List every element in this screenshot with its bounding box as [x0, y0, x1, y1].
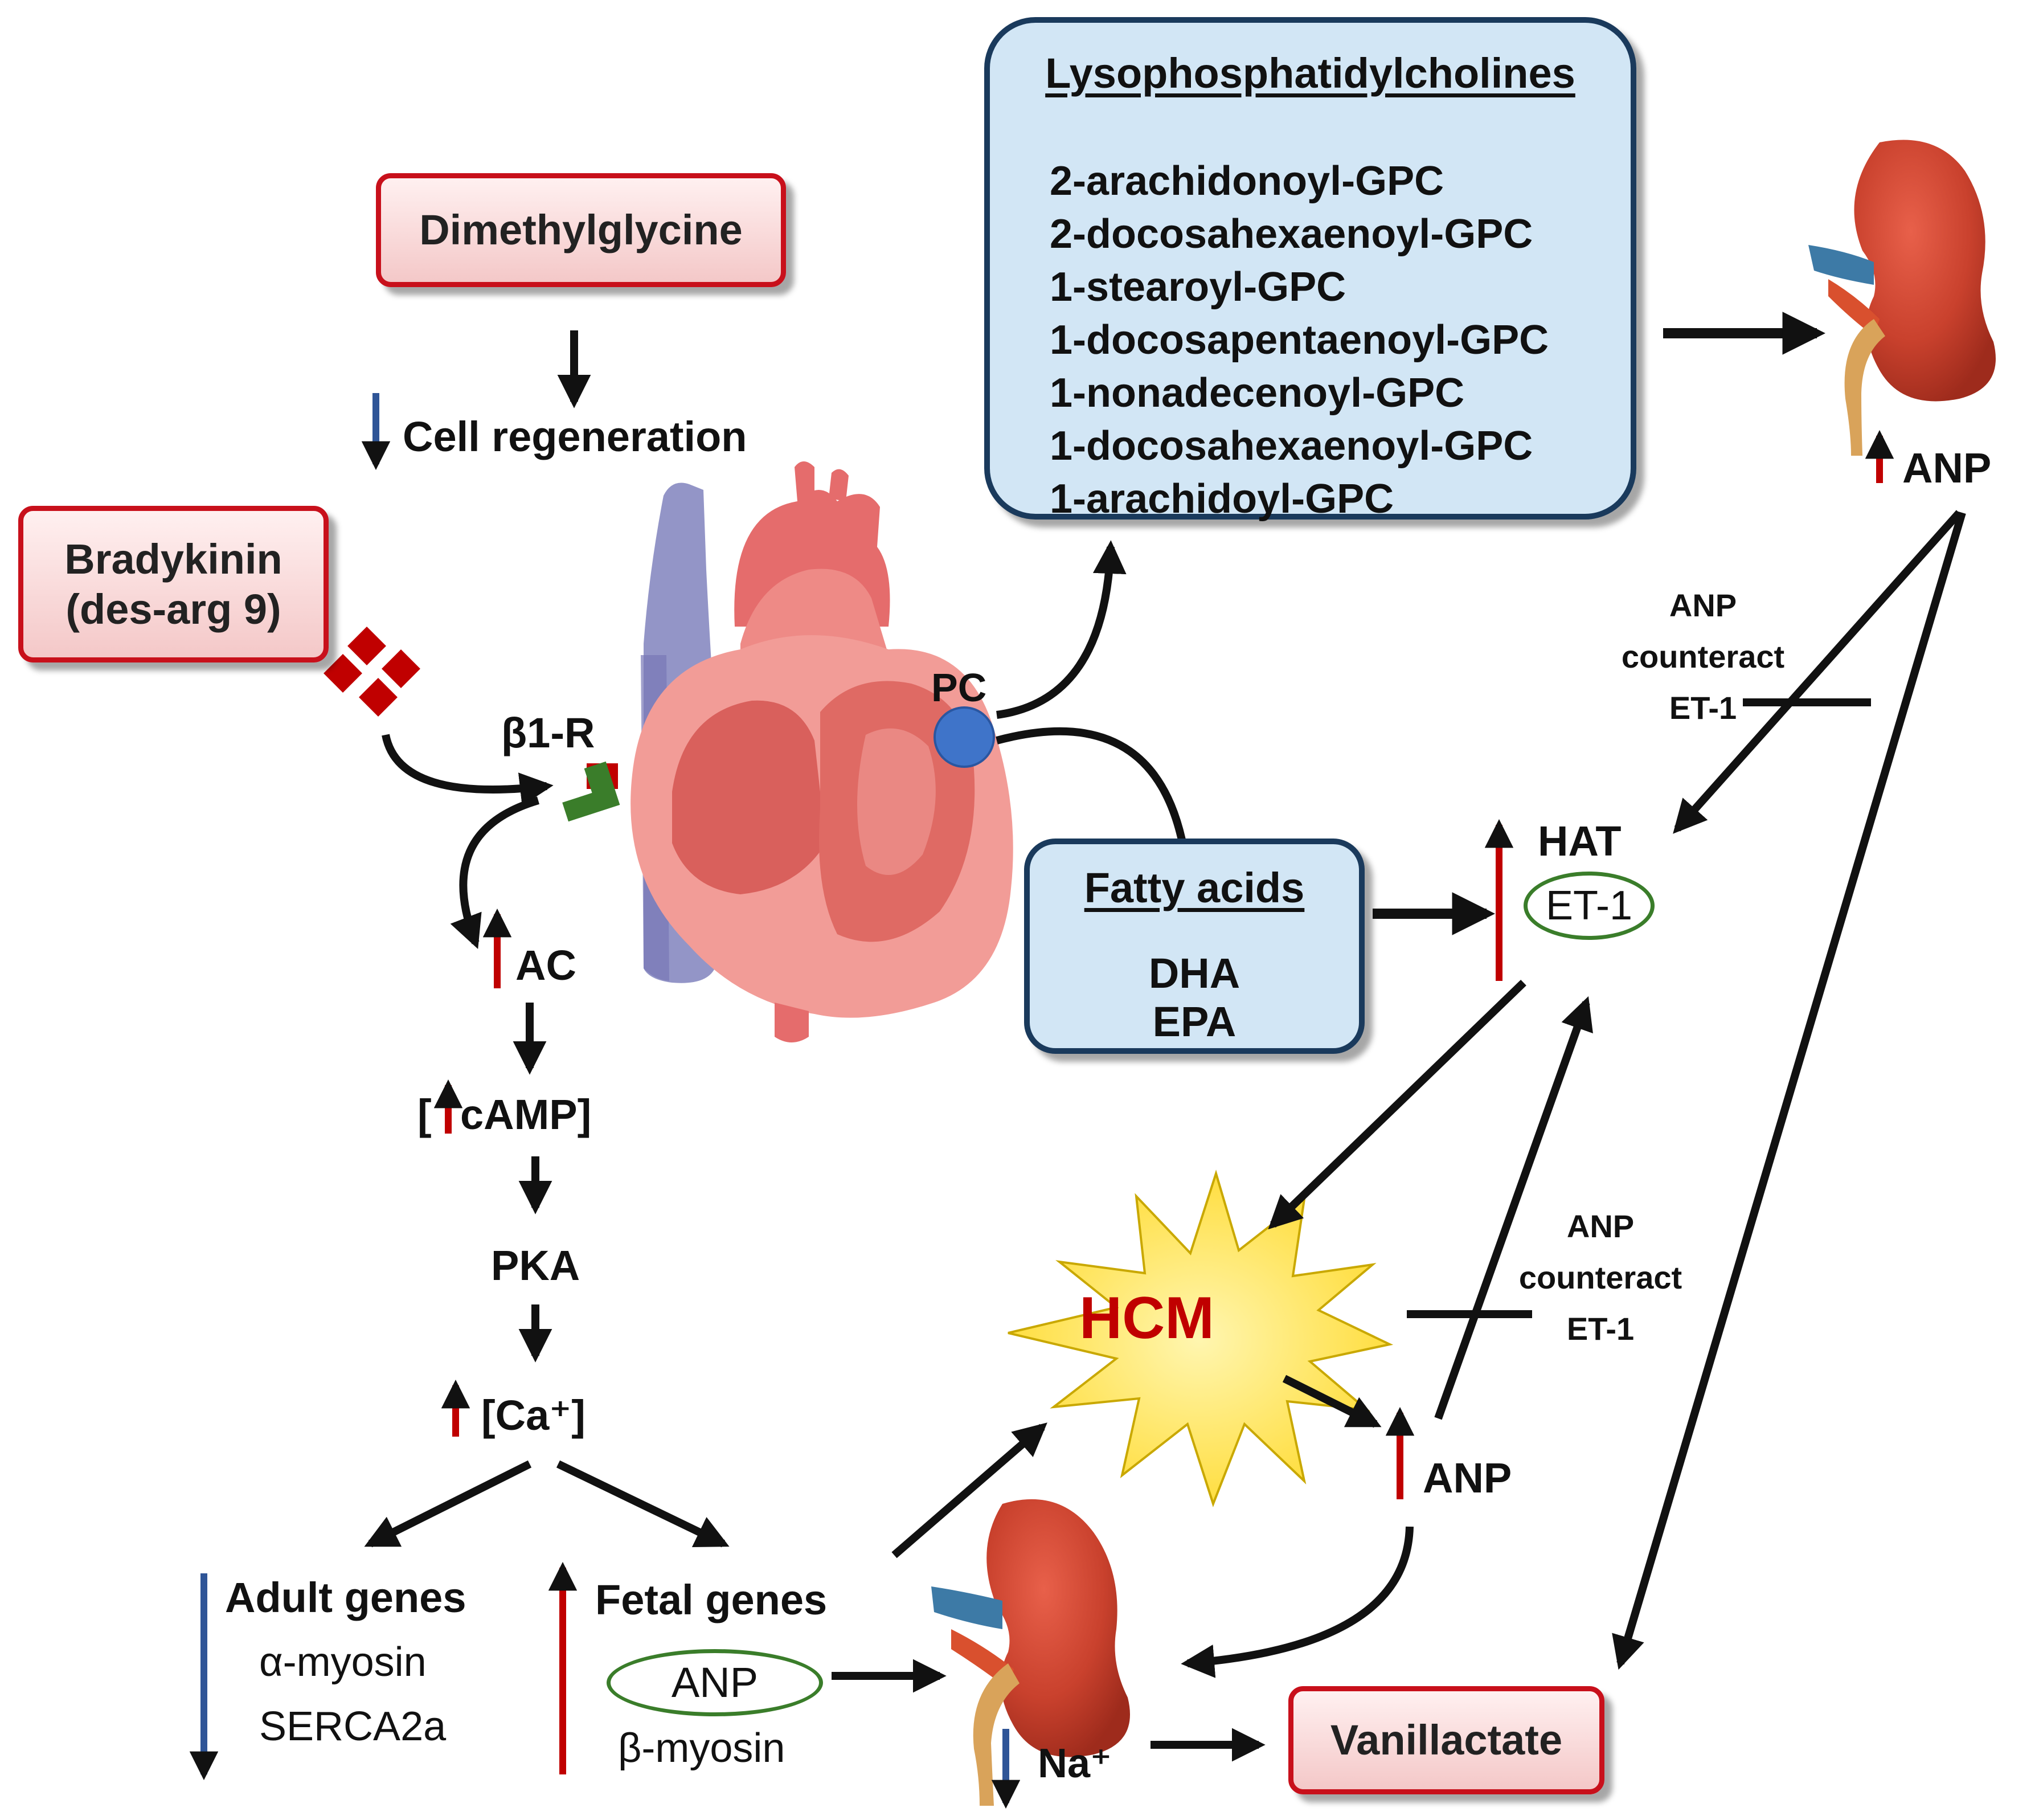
list-item: 1-stearoyl-GPC — [1050, 264, 1346, 310]
heart-illustration — [630, 461, 1013, 1042]
dimethylglycine-label: Dimethylglycine — [419, 206, 743, 254]
bradykinin-label-line2: (des-arg 9) — [65, 585, 281, 633]
bradykinin-molecules — [324, 627, 420, 717]
fetal-genes-title: Fetal genes — [595, 1576, 828, 1623]
anp-counteract-top-line1: ANP — [1669, 587, 1737, 623]
fetal-gene-beta-myosin: β-myosin — [618, 1725, 785, 1771]
bradykinin-label-line1: Bradykinin — [64, 535, 283, 583]
beta1-receptor-shape — [562, 761, 620, 822]
anp-counteract-top-line2: counteract — [1621, 639, 1785, 674]
anp-counteract-middle-line1: ANP — [1566, 1208, 1635, 1244]
anp-middle-label: ANP — [1423, 1454, 1512, 1502]
anp-counteract-middle-line2: counteract — [1518, 1259, 1682, 1295]
dimethylglycine-box: Dimethylglycine — [376, 173, 786, 287]
anp-top-label: ANP — [1902, 444, 1992, 492]
et1-label: ET-1 — [1545, 883, 1633, 929]
list-item: 1-docosapentaenoyl-GPC — [1050, 317, 1549, 363]
camp-label: cAMP] — [460, 1091, 592, 1138]
adult-gene-serca2a: SERCA2a — [259, 1704, 447, 1749]
hcm-burst — [1008, 1169, 1394, 1507]
calcium-label: [Ca⁺] — [481, 1392, 586, 1439]
list-item: 1-nonadecenoyl-GPC — [1050, 370, 1465, 416]
list-item: 2-docosahexaenoyl-GPC — [1050, 211, 1533, 257]
anp-counteract-top: ANP counteract ET-1 — [1589, 580, 1817, 734]
adult-gene-alpha-myosin: α-myosin — [259, 1639, 427, 1685]
anp-counteract-middle-line3: ET-1 — [1566, 1311, 1635, 1347]
hcm-label: HCM — [1079, 1285, 1214, 1351]
pc-circle — [934, 706, 995, 768]
anp-counteract-top-line3: ET-1 — [1669, 690, 1737, 726]
lysophosphatidylcholines-box: Lysophosphatidylcholines 2-arachidonoyl-… — [984, 17, 1636, 522]
fetal-anp-label: ANP — [671, 1659, 759, 1706]
arrows — [364, 312, 1966, 1762]
adult-genes-title: Adult genes — [225, 1574, 466, 1621]
ac-label: AC — [515, 942, 576, 989]
fatty-acid-epa: EPA — [1152, 998, 1237, 1045]
kidney-bottom-illustration — [931, 1499, 1130, 1806]
anp-counteract-middle: ANP counteract ET-1 — [1487, 1201, 1714, 1355]
cell-regeneration-label: Cell regeneration — [403, 413, 747, 460]
beta1-receptor-label: β1-R — [501, 709, 595, 756]
hat-label: HAT — [1538, 817, 1622, 865]
bradykinin-box: Bradykinin (des-arg 9) — [18, 506, 329, 662]
lysophosphatidylcholines-list: 2-arachidonoyl-GPC 2-docosahexaenoyl-GPC… — [1050, 155, 1549, 526]
fatty-acids-title: Fatty acids — [1084, 864, 1305, 911]
fatty-acids-box: Fatty acids DHA EPA — [1024, 839, 1365, 1054]
list-item: 1-docosahexaenoyl-GPC — [1050, 423, 1533, 469]
list-item: 2-arachidonoyl-GPC — [1050, 158, 1444, 204]
lysophosphatidylcholines-title: Lysophosphatidylcholines — [1045, 50, 1575, 97]
vanillactate-box: Vanillactate — [1288, 1686, 1604, 1794]
fetal-anp-oval: ANP — [607, 1649, 823, 1716]
et1-oval: ET-1 — [1524, 872, 1655, 940]
kidney-top-illustration — [1808, 140, 1996, 456]
vanillactate-label: Vanillactate — [1330, 1716, 1563, 1764]
camp-open-bracket: [ — [417, 1091, 432, 1138]
pka-label: PKA — [491, 1242, 580, 1289]
sodium-label: Na⁺ — [1038, 1741, 1112, 1786]
fatty-acid-dha: DHA — [1148, 950, 1240, 997]
level-indicators — [189, 393, 1894, 1809]
list-item: 1-arachidoyl-GPC — [1050, 476, 1394, 522]
pc-label: PC — [931, 665, 987, 710]
